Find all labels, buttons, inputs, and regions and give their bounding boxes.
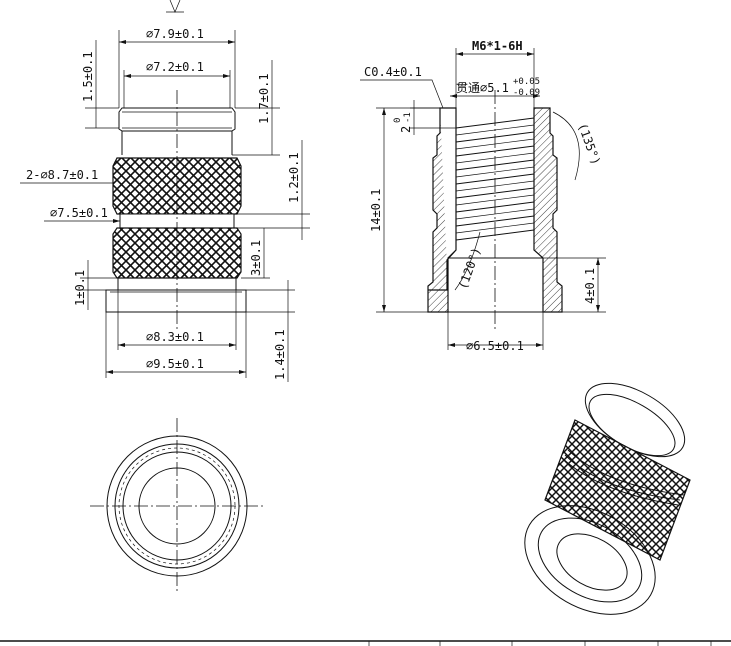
dim-collar-height: 1.7±0.1 <box>257 73 271 124</box>
through-hole-tol-lower: -0.09 <box>513 88 540 98</box>
thread-start-tol-upper: 0 <box>393 118 403 123</box>
dim-inner-top-dia: ∅7.2±0.1 <box>146 60 204 74</box>
dim-flange-height: 1.4±0.1 <box>273 329 287 380</box>
dim-knurl-dia: 2-∅8.7±0.1 <box>26 168 98 182</box>
dim-outer-top-dia: ∅7.9±0.1 <box>146 27 204 41</box>
through-hole-label: 贯通∅5.1 <box>456 81 509 95</box>
dim-flange-dia: ∅9.5±0.1 <box>146 357 204 371</box>
front-view: ∅7.9±0.1 ∅7.2±0.1 1.5±0.1 1.7±0.1 2-∅8.7… <box>20 27 310 382</box>
angle-cone: (120°) <box>456 245 484 291</box>
thread-start-tol-lower: -1 <box>403 112 413 123</box>
dim-top-height: 1.5±0.1 <box>81 51 95 102</box>
through-hole-tol-upper: +0.05 <box>513 77 540 87</box>
dim-neck-dia: ∅8.3±0.1 <box>146 330 204 344</box>
chamfer: C0.4±0.1 <box>364 65 422 79</box>
bore-dia: ∅6.5±0.1 <box>466 339 524 353</box>
view-marker-icon <box>166 0 184 13</box>
thread-start-num: 2 <box>399 126 413 133</box>
isometric-view <box>524 382 691 615</box>
top-view <box>90 418 264 592</box>
flange <box>105 289 247 313</box>
section-view: M6*1-6H 贯通∅5.1 +0.05 -0.09 C0.4±0.1 2 0 … <box>360 39 606 353</box>
dim-flange-gap: 1±0.1 <box>73 270 87 306</box>
title-block <box>0 640 731 646</box>
dim-groove-height: 1.2±0.1 <box>287 152 301 203</box>
total-length: 14±0.1 <box>369 189 383 232</box>
bore-depth: 4±0.1 <box>583 268 597 304</box>
dim-groove-dia: ∅7.5±0.1 <box>50 206 108 220</box>
thread-spec: M6*1-6H <box>472 39 523 53</box>
dim-knurl-height: 3±0.1 <box>249 240 263 276</box>
